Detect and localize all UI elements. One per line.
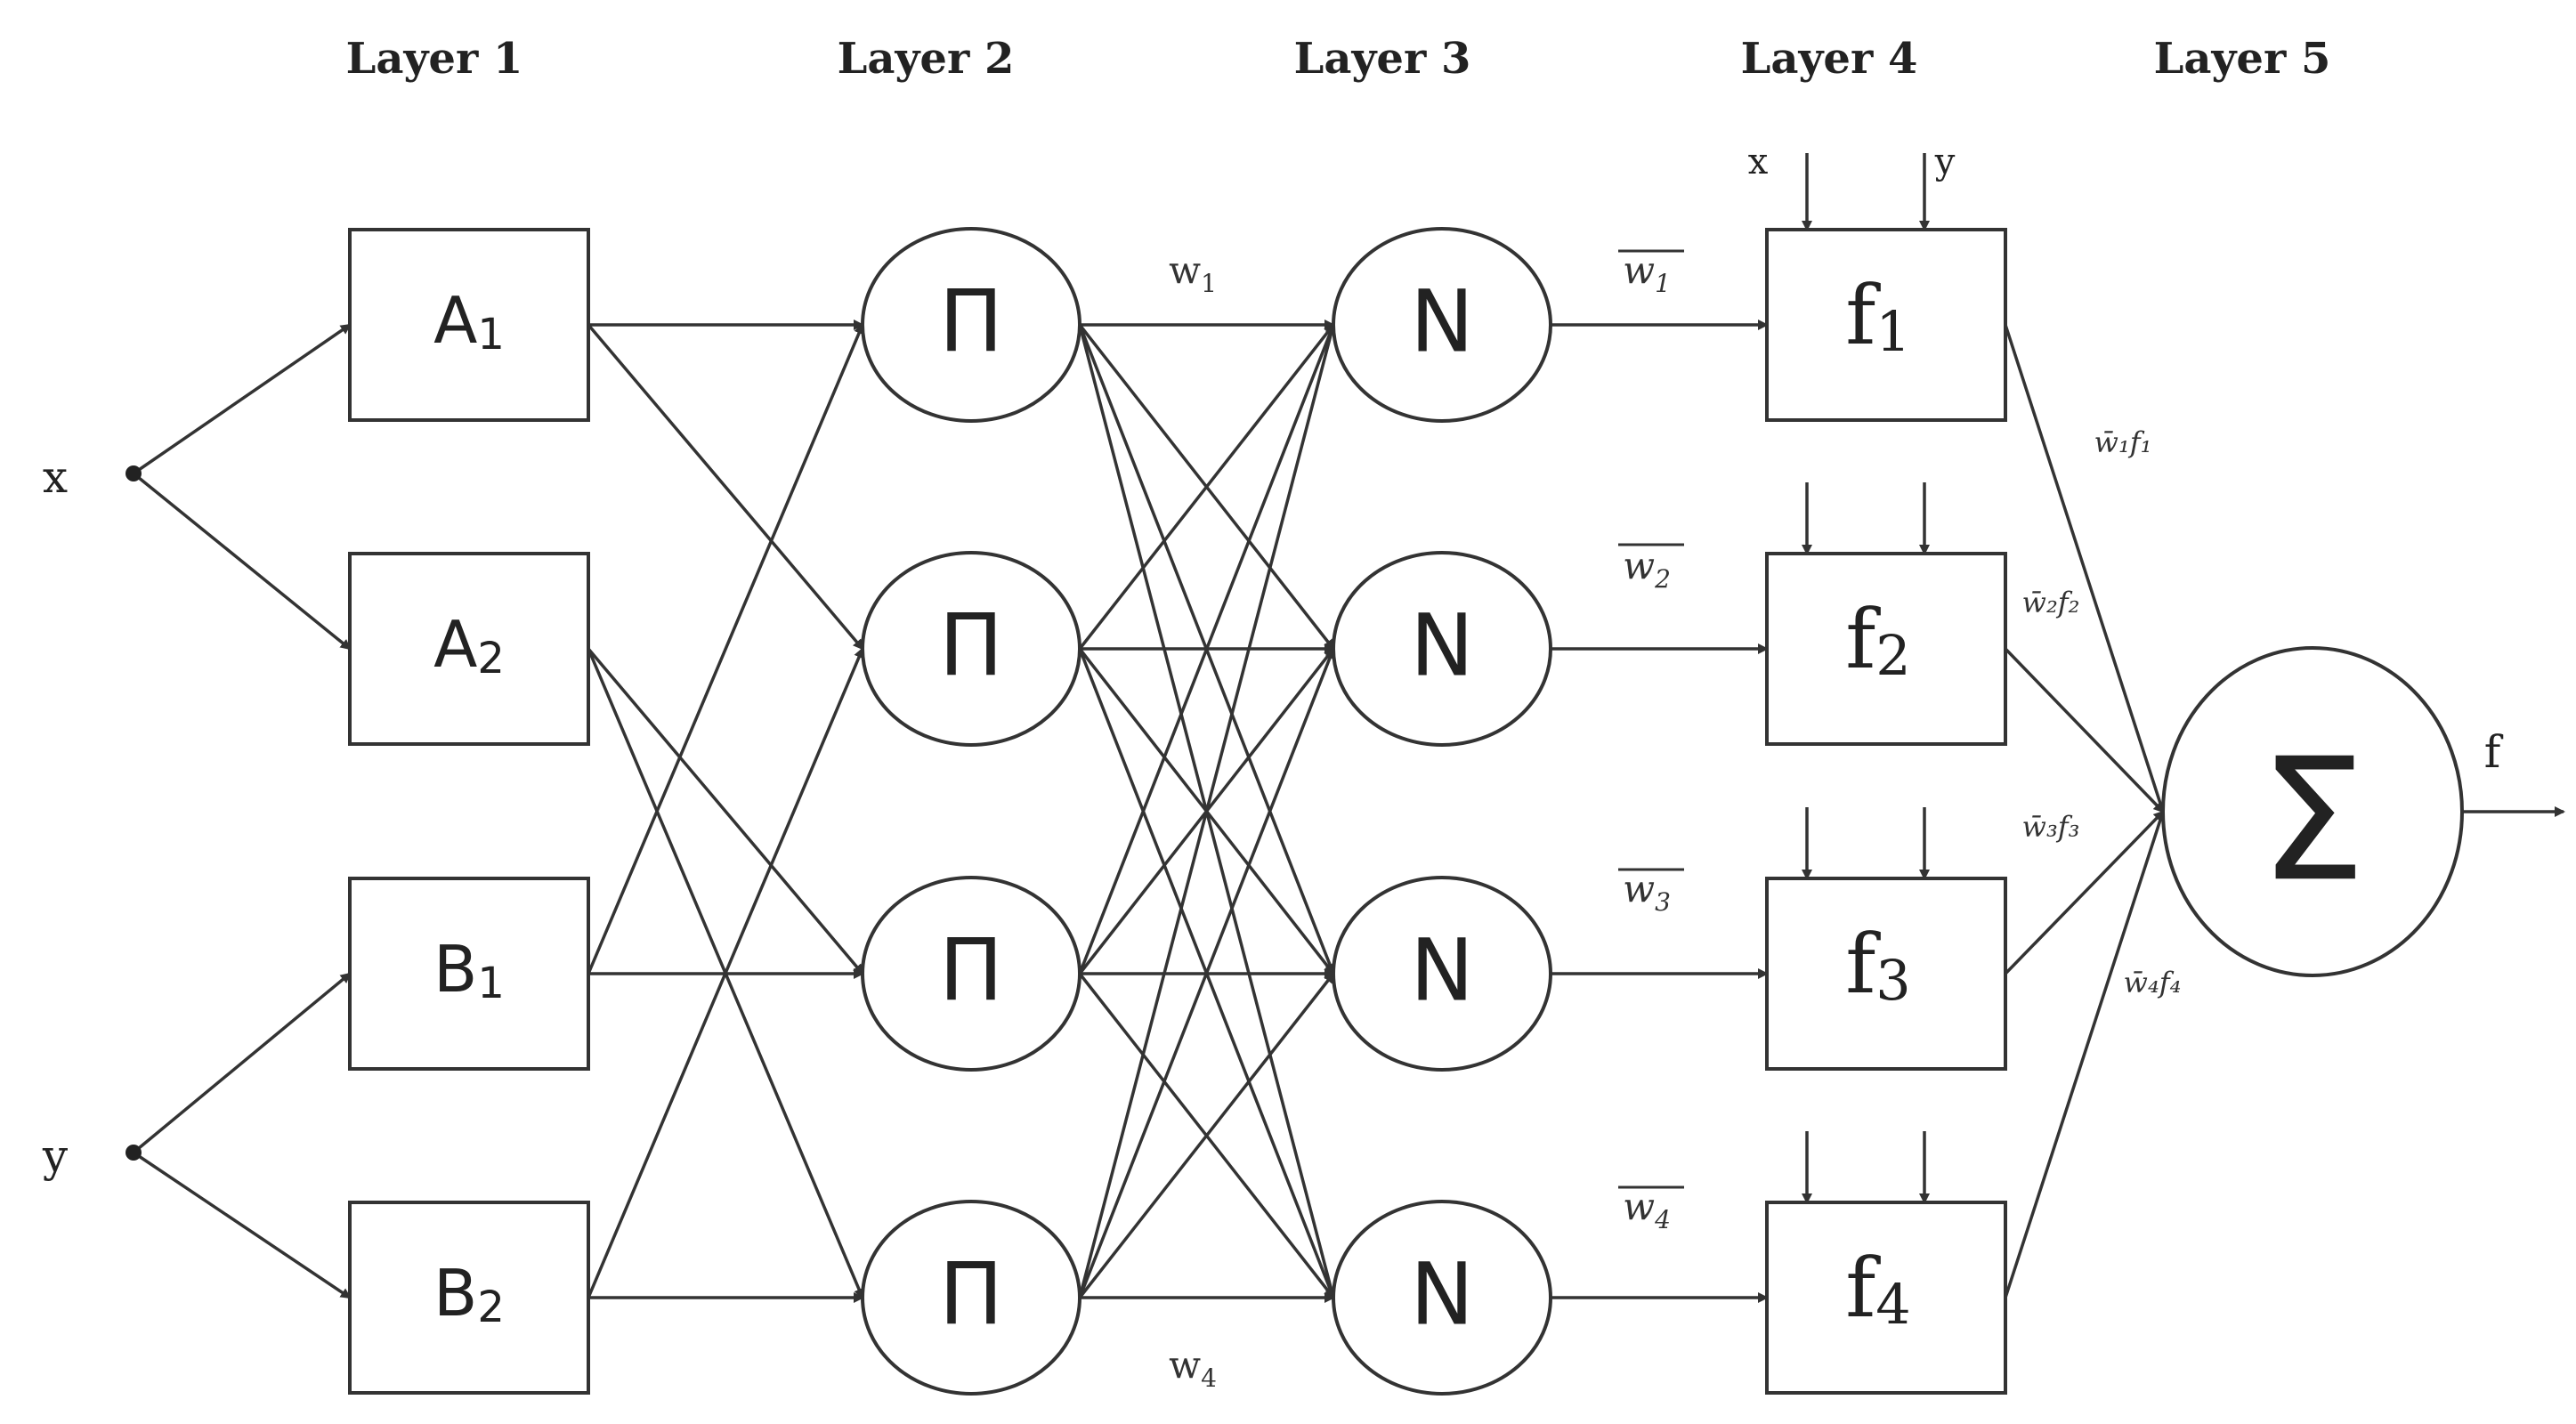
svg-text:f3: f3	[1845, 917, 1911, 1013]
normalize-symbol: N	[1410, 1244, 1474, 1344]
node-f2-label: f	[1845, 592, 1881, 687]
layer2-product-node-2: Π	[861, 551, 1081, 747]
svg-text:f4: f4	[1845, 1241, 1911, 1337]
node-A2-label: A	[433, 607, 477, 682]
connection-edges	[132, 153, 2565, 1303]
edge-P4-to-N2	[1078, 647, 1335, 1299]
svg-text:A1: A1	[433, 283, 505, 360]
layer-3-title: Layer 3	[1294, 34, 1471, 84]
layer2-product-node-3: Π	[861, 876, 1081, 1072]
weighted-output-4-label: w̄₄f₄	[2124, 966, 2182, 999]
svg-text:w3: w3	[1623, 867, 1671, 917]
edge-P4-to-N1	[1078, 323, 1337, 1299]
layer4-input-y-label: y	[1934, 142, 1956, 182]
node-A2-subscript: 2	[477, 634, 505, 684]
layer1-node-A2: A2	[348, 552, 590, 746]
layer2-product-node-1: Π	[861, 227, 1081, 423]
edge-B1-to-P1	[587, 323, 864, 975]
layer3-normalize-node-3: N	[1332, 876, 1552, 1072]
node-A1-subscript: 1	[477, 310, 505, 360]
edge-f1-to-sum	[2004, 324, 2166, 813]
svg-text:w1: w1	[1623, 248, 1671, 298]
node-B1-subscript: 1	[477, 959, 505, 1008]
weighted-output-2-label: w̄₂f₂	[2022, 586, 2080, 619]
product-symbol: Π	[939, 271, 1003, 371]
layer4-input-x-label: x	[1748, 142, 1769, 182]
layer4-node-f1: f1	[1765, 228, 2007, 422]
node-f3-label: f	[1845, 917, 1881, 1012]
edge-f3-to-sum	[2004, 810, 2165, 975]
node-B1-label: B	[433, 932, 477, 1007]
edge-y-to-B2	[133, 1151, 352, 1299]
node-B2-subscript: 2	[477, 1282, 505, 1332]
layer1-node-B2: B2	[348, 1201, 590, 1395]
svg-text:w2: w2	[1623, 544, 1671, 594]
layer-2-title: Layer 2	[838, 34, 1015, 84]
edge-B2-to-P2	[587, 647, 864, 1299]
normalized-weight-1-label: w1	[1618, 248, 1684, 298]
weight-w4-label: w4	[1169, 1343, 1217, 1393]
node-f2-subscript: 2	[1875, 623, 1910, 688]
node-f3-subscript: 3	[1875, 948, 1910, 1013]
input-x-label: x	[43, 451, 68, 503]
node-B2-label: B	[433, 1256, 477, 1331]
input-x-dot	[126, 465, 142, 481]
weighted-output-1-label: w̄₁f₁	[2094, 425, 2152, 459]
edge-P3-to-N1	[1078, 323, 1335, 975]
normalize-symbol: N	[1410, 920, 1474, 1020]
layer3-normalize-node-4: N	[1332, 1200, 1552, 1396]
normalized-weight-4-label: w4	[1618, 1185, 1684, 1234]
layer4-node-f3: f3	[1765, 877, 2007, 1071]
layer-4-title: Layer 4	[1741, 34, 1918, 84]
weighted-output-3-label: w̄₃f₃	[2022, 810, 2080, 844]
svg-text:A2: A2	[433, 607, 505, 684]
edge-f2-to-sum	[2004, 647, 2165, 813]
svg-text:f2: f2	[1845, 592, 1911, 688]
edge-x-to-A2	[132, 472, 352, 651]
product-symbol: Π	[939, 920, 1003, 1020]
weight-w1-label: w1	[1169, 248, 1217, 298]
edge-f4-to-sum	[2004, 810, 2166, 1299]
output-f-label: f	[2484, 726, 2504, 778]
normalized-weight-3-label: w3	[1618, 867, 1684, 917]
svg-text:B2: B2	[433, 1256, 505, 1332]
product-symbol: Π	[939, 1244, 1003, 1344]
layer3-normalize-node-2: N	[1332, 551, 1552, 747]
layer3-normalize-node-1: N	[1332, 227, 1552, 423]
node-f4-subscript: 4	[1875, 1272, 1910, 1337]
layer-5-title: Layer 5	[2154, 34, 2331, 84]
node-f4-label: f	[1845, 1241, 1881, 1336]
edge-A2-to-P3	[587, 647, 864, 975]
layer2-product-node-4: Π	[861, 1200, 1081, 1396]
layer4-node-f4: f4	[1765, 1201, 2007, 1395]
node-A1-label: A	[433, 283, 477, 358]
edge-y-to-B1	[132, 972, 352, 1154]
sigma-symbol: Σ	[2259, 722, 2366, 918]
node-f1-subscript: 1	[1875, 299, 1910, 364]
layer1-node-A1: A1	[348, 228, 590, 422]
svg-text:f1: f1	[1845, 268, 1911, 364]
input-y-dot	[126, 1145, 142, 1161]
node-f1-label: f	[1845, 268, 1881, 363]
normalize-symbol: N	[1410, 595, 1474, 695]
layer4-node-f2: f2	[1765, 552, 2007, 746]
input-y-label: y	[42, 1130, 69, 1182]
edge-A1-to-P2	[587, 323, 864, 651]
svg-text:B1: B1	[433, 932, 505, 1008]
edge-x-to-A1	[133, 323, 352, 475]
layer5-sum-node: Σ	[2161, 646, 2464, 977]
edge-P2-to-N1	[1078, 323, 1335, 651]
product-symbol: Π	[939, 595, 1003, 695]
svg-text:w4: w4	[1623, 1185, 1671, 1234]
layer-1-title: Layer 1	[346, 34, 523, 84]
normalized-weight-2-label: w2	[1618, 543, 1684, 594]
layer1-node-B1: B1	[348, 877, 590, 1071]
normalize-symbol: N	[1410, 271, 1474, 371]
edge-P4-to-N3	[1078, 972, 1335, 1299]
